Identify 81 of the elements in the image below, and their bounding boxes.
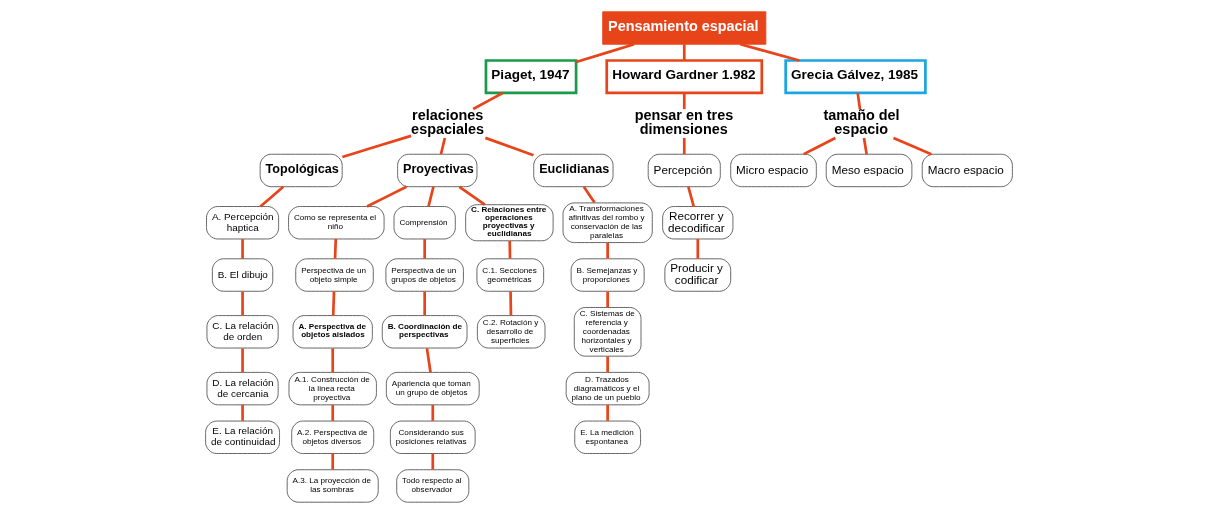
connector <box>582 186 596 204</box>
connector <box>892 136 932 156</box>
connector <box>484 136 534 157</box>
connector <box>258 185 284 208</box>
connector <box>331 291 335 316</box>
connector <box>430 453 434 470</box>
node-box: Howard Gardner 1.982 <box>604 59 763 95</box>
node-box: Topológicas <box>259 153 343 188</box>
node-box: Considerando sus posiciones relativas <box>389 420 476 454</box>
node-box: Como se representa el niño <box>287 206 385 240</box>
connector <box>682 93 686 110</box>
node-box: B. Semejanzas y proporciones <box>570 258 645 292</box>
node-box: Euclidianas <box>532 153 613 188</box>
node-box: A. Perspectiva de objetos aislados <box>292 315 373 349</box>
node-box: A. Transformaciones afinitivas del rombo y conservación de las paralelas <box>562 202 653 244</box>
connector <box>425 348 432 373</box>
connector <box>686 186 695 207</box>
connector <box>855 92 861 110</box>
node-box: B. El dibujo <box>211 258 273 292</box>
connector <box>605 356 609 373</box>
node-text: pensar en tres dimensiones <box>634 106 733 138</box>
node-box: Micro espacio <box>729 153 817 188</box>
connector <box>240 291 244 316</box>
node-box: Recorrer y decodificar <box>661 206 733 240</box>
connector <box>333 239 337 259</box>
node-box: A. Percepción haptica <box>205 206 279 240</box>
node-box: C. La relación de orden <box>206 315 279 349</box>
node-box: Percepción <box>647 153 721 188</box>
node-box: D. Trazados diagramáticos y el plano de un pueblo <box>565 371 650 406</box>
connector <box>682 138 686 155</box>
connector <box>739 43 800 62</box>
connector <box>330 348 334 373</box>
connector <box>695 239 699 259</box>
node-box: Meso espacio <box>825 153 912 188</box>
node-box: C. Relaciones entre operaciones proyectivas y euclidianas <box>464 204 554 242</box>
node-box: A.3. La proyección de las sombras <box>286 469 379 503</box>
connector <box>508 291 512 316</box>
node-box: C.2. Rotación y desarrollo de superficies <box>476 315 545 349</box>
node-box: D. La relación de cercania <box>206 371 279 406</box>
node-box: Comprensión <box>393 206 456 240</box>
node-box: Apariencia que toman un grupo de objetos <box>385 371 480 406</box>
node-box: Grecia Gálvez, 1985 <box>783 59 927 95</box>
connector <box>605 404 609 421</box>
node-box: Producir y codificar <box>663 258 731 292</box>
node-box: Proyectivas <box>396 153 477 188</box>
node-box: C. Sistemas de referencia y coordenadas horizontales y verticales <box>573 307 641 357</box>
connector <box>472 91 503 111</box>
connector <box>439 137 446 155</box>
node-box: C.1. Secciones geométricas <box>476 258 544 292</box>
node-box: Todo respecto al observador <box>395 469 469 503</box>
node-box: Piaget, 1947 <box>484 59 577 95</box>
connector <box>426 186 435 207</box>
connector <box>862 137 868 155</box>
connector <box>802 136 836 156</box>
connector <box>507 241 511 259</box>
connector <box>575 43 634 64</box>
connector <box>458 185 485 206</box>
node-box: B. Coordinación de perspectivas <box>381 315 467 349</box>
connector <box>605 242 609 259</box>
connector <box>422 239 426 259</box>
node-box: E. La relación de continuidad <box>204 420 280 454</box>
connector <box>430 404 434 421</box>
connector <box>240 404 244 421</box>
connector <box>341 134 411 159</box>
connector <box>330 404 334 421</box>
node-box: Perspectiva de un grupos de objetos <box>384 258 464 292</box>
connector <box>240 239 244 259</box>
node-box: A.1. Construcción de la linea recta proyectiva <box>288 371 377 406</box>
connector <box>422 291 426 316</box>
node-box: Perspectiva de un objeto simple <box>294 258 374 292</box>
node-box: A.2. Perspectiva de objetos diversos <box>290 420 374 454</box>
node-text: relaciones espaciales <box>410 106 484 138</box>
node-box: Pensamiento espacial <box>601 11 766 45</box>
node-box: E. La medición espontanea <box>573 420 641 454</box>
node-text: tamaño del espacio <box>823 106 900 138</box>
node-box: Macro espacio <box>921 153 1013 188</box>
connector <box>330 453 334 470</box>
connector <box>605 291 609 308</box>
connector <box>682 44 686 61</box>
connector <box>365 185 407 208</box>
connector <box>240 348 244 373</box>
